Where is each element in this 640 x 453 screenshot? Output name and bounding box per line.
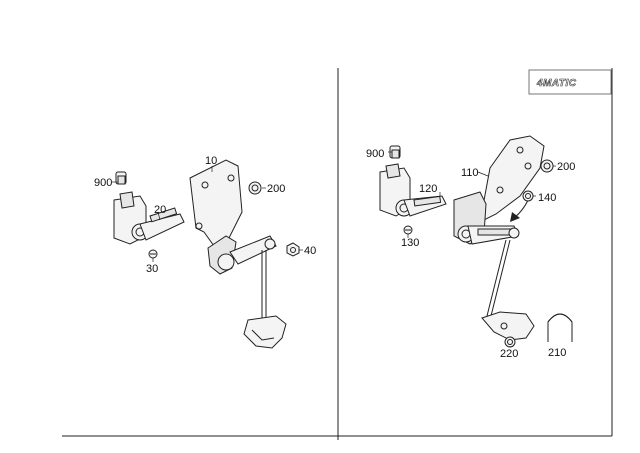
label-210: 210 — [548, 347, 566, 359]
label-110: 110 — [461, 167, 479, 179]
label-120: 120 — [419, 183, 437, 195]
label-200-right: 200 — [557, 161, 575, 173]
screw-30 — [148, 249, 158, 259]
label-20: 20 — [154, 204, 166, 216]
screw-130 — [403, 225, 413, 235]
connector-plug-900 — [115, 171, 127, 185]
nut-220 — [504, 336, 516, 348]
label-10: 10 — [205, 155, 217, 167]
right-assembly: 900 120 130 110 200 140 220 210 — [366, 135, 575, 360]
nut-140 — [522, 190, 534, 202]
label-900: 900 — [94, 177, 112, 189]
nut-200-left — [248, 181, 262, 195]
u-clip-210 — [547, 313, 573, 342]
logo-text: 4MATIC — [536, 78, 577, 89]
label-220: 220 — [500, 348, 518, 360]
level-sensor-120 — [379, 163, 447, 217]
bracket-10 — [189, 159, 287, 349]
label-140: 140 — [538, 192, 556, 204]
nut-40 — [286, 242, 300, 257]
level-sensor-20 — [113, 191, 185, 245]
label-40: 40 — [304, 245, 316, 257]
4matic-logo: 4MATIC — [528, 69, 612, 95]
label-900-right: 900 — [366, 148, 384, 160]
label-200: 200 — [267, 183, 285, 195]
nut-200-right — [540, 159, 554, 173]
arrowhead-icon — [510, 212, 520, 222]
label-130: 130 — [401, 237, 419, 249]
left-assembly: 900 20 30 10 200 40 — [94, 155, 316, 349]
bracket-110 — [453, 135, 545, 341]
label-30: 30 — [146, 263, 158, 275]
